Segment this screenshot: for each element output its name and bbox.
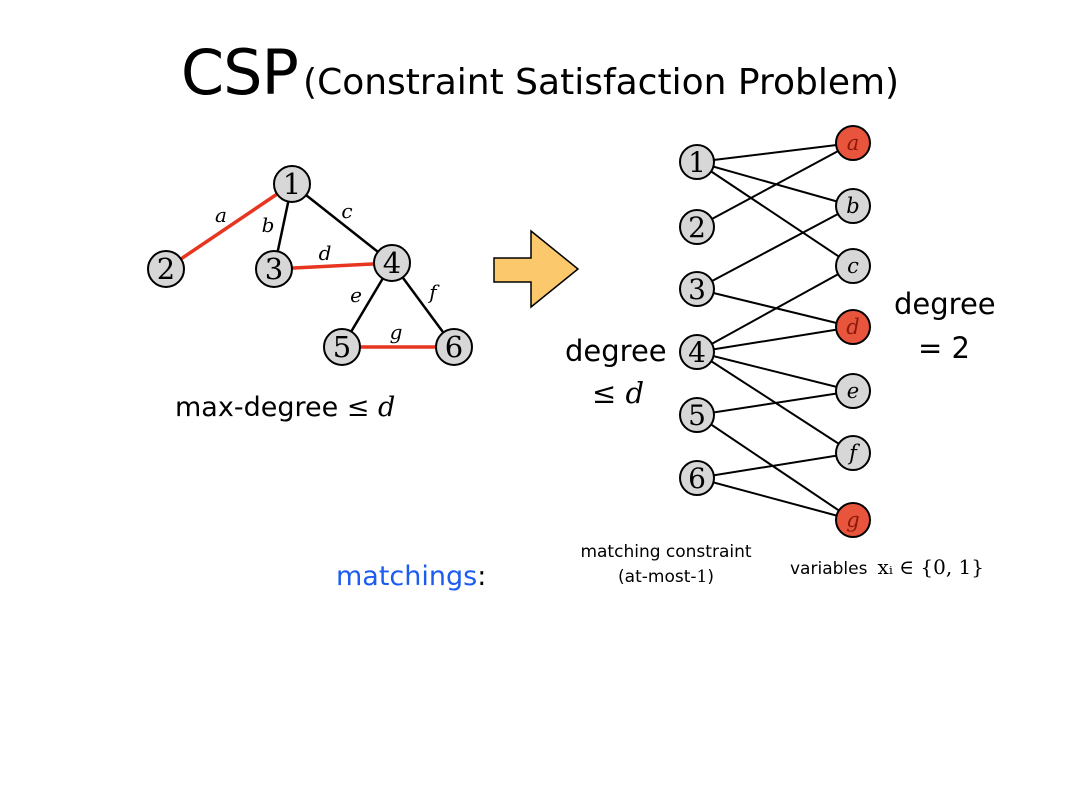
max-degree-caption: max-degree ≤ d: [175, 392, 395, 423]
constraint-suffix: ): [707, 567, 714, 587]
bipartite-variable-nodes: a b c d e f g: [835, 125, 871, 538]
constraint-node-label-2: 2: [688, 211, 706, 244]
edge-label-a: a: [215, 203, 227, 227]
variable-node-c: [835, 248, 871, 284]
vertex-4: [373, 244, 411, 282]
bipartite-edge-5-g: [696, 414, 854, 521]
vertex-label-6: 6: [445, 330, 463, 364]
vertex-label-1: 1: [283, 167, 301, 201]
constraint-prefix: (at-most-: [618, 567, 697, 587]
matchings-word: matchings: [336, 561, 478, 592]
constraint-node-3: [679, 271, 715, 307]
max-degree-word: max-degree: [175, 392, 339, 423]
variables-caption: variables xᵢ ∈ {0, 1}: [790, 555, 984, 579]
title-main: CSP: [180, 36, 299, 109]
edge-d: [273, 261, 393, 271]
constraint-number: 1: [696, 567, 708, 587]
bipartite-edge-1-a: [696, 142, 854, 163]
slide-title: CSP (Constraint Satisfaction Problem): [0, 36, 1080, 109]
edge-c: [291, 183, 393, 264]
variable-node-a: [835, 125, 871, 161]
vertex-label-5: 5: [333, 330, 351, 364]
variable-node-e: [835, 373, 871, 409]
variable-node-label-b: b: [846, 194, 859, 218]
transform-arrow-icon: [493, 229, 580, 309]
bipartite-edge-4-d: [696, 326, 854, 353]
edge-a: [165, 182, 293, 271]
constraint-line-1: matching constraint: [580, 542, 752, 562]
bipartite-edge-4-e: [696, 351, 854, 392]
right-degree-word: degree: [894, 287, 996, 321]
left-graph-nodes: 1 2 3 4 5 6: [147, 165, 473, 366]
vertex-5: [323, 328, 361, 366]
edge-label-f: f: [427, 280, 440, 304]
variable-node-label-d: d: [846, 315, 859, 339]
edge-label-d: d: [319, 241, 332, 265]
variable-node-label-g: g: [846, 508, 859, 532]
variable-node-label-e: e: [847, 379, 859, 403]
vertex-1: [273, 165, 311, 203]
variables-math: xᵢ ∈ {0, 1}: [877, 555, 984, 579]
bipartite-edge-3-b: [696, 205, 854, 290]
title-sub: (Constraint Satisfaction Problem): [303, 62, 900, 103]
edge-label-g: g: [390, 320, 403, 344]
variable-node-b: [835, 188, 871, 224]
constraint-node-label-1: 1: [688, 146, 706, 179]
variable-node-d: [835, 309, 871, 345]
right-degree-math: = 2: [918, 331, 970, 365]
constraint-node-4: [679, 334, 715, 370]
vertex-2: [147, 250, 185, 288]
constraint-node-2: [679, 209, 715, 245]
edge-label-c: c: [341, 199, 352, 223]
constraint-node-label-5: 5: [688, 399, 706, 432]
bipartite-edge-1-c: [696, 161, 854, 267]
vertex-label-4: 4: [383, 246, 401, 280]
constraint-node-label-3: 3: [688, 273, 706, 306]
constraint-node-5: [679, 397, 715, 433]
matchings-colon: :: [477, 561, 487, 592]
constraint-line-2: (at-most-1): [550, 565, 782, 590]
max-degree-math: ≤ d: [346, 392, 396, 423]
constraint-node-1: [679, 144, 715, 180]
bipartite-edge-6-g: [696, 477, 854, 521]
variable-node-g: [835, 502, 871, 538]
constraint-node-label-6: 6: [688, 462, 706, 495]
edge-label-b: b: [262, 213, 275, 237]
vertex-3: [255, 250, 293, 288]
variable-node-label-f: f: [847, 441, 860, 465]
bipartite-edge-4-c: [696, 265, 854, 353]
variable-node-f: [835, 435, 871, 471]
constraint-node-label-4: 4: [688, 336, 706, 369]
constraint-node-6: [679, 460, 715, 496]
bipartite-edge-6-f: [696, 452, 854, 479]
vertex-label-2: 2: [157, 252, 175, 286]
variable-node-label-a: a: [847, 131, 860, 155]
left-degree-word: degree: [565, 334, 667, 368]
vertex-label-3: 3: [265, 252, 283, 286]
bipartite-edges: [696, 142, 854, 521]
bipartite-constraint-nodes: 1 2 3 4 5 6: [679, 144, 715, 496]
left-degree-math: ≤ d: [592, 376, 645, 410]
matchings-label: matchings:: [336, 561, 486, 592]
bipartite-edge-2-a: [696, 142, 854, 228]
vertex-6: [435, 328, 473, 366]
variables-word: variables: [790, 559, 868, 579]
matching-constraint-caption: matching constraint (at-most-1): [550, 540, 782, 590]
bipartite-edge-5-e: [696, 390, 854, 416]
variable-node-label-c: c: [847, 254, 859, 278]
edge-label-e: e: [350, 283, 362, 307]
